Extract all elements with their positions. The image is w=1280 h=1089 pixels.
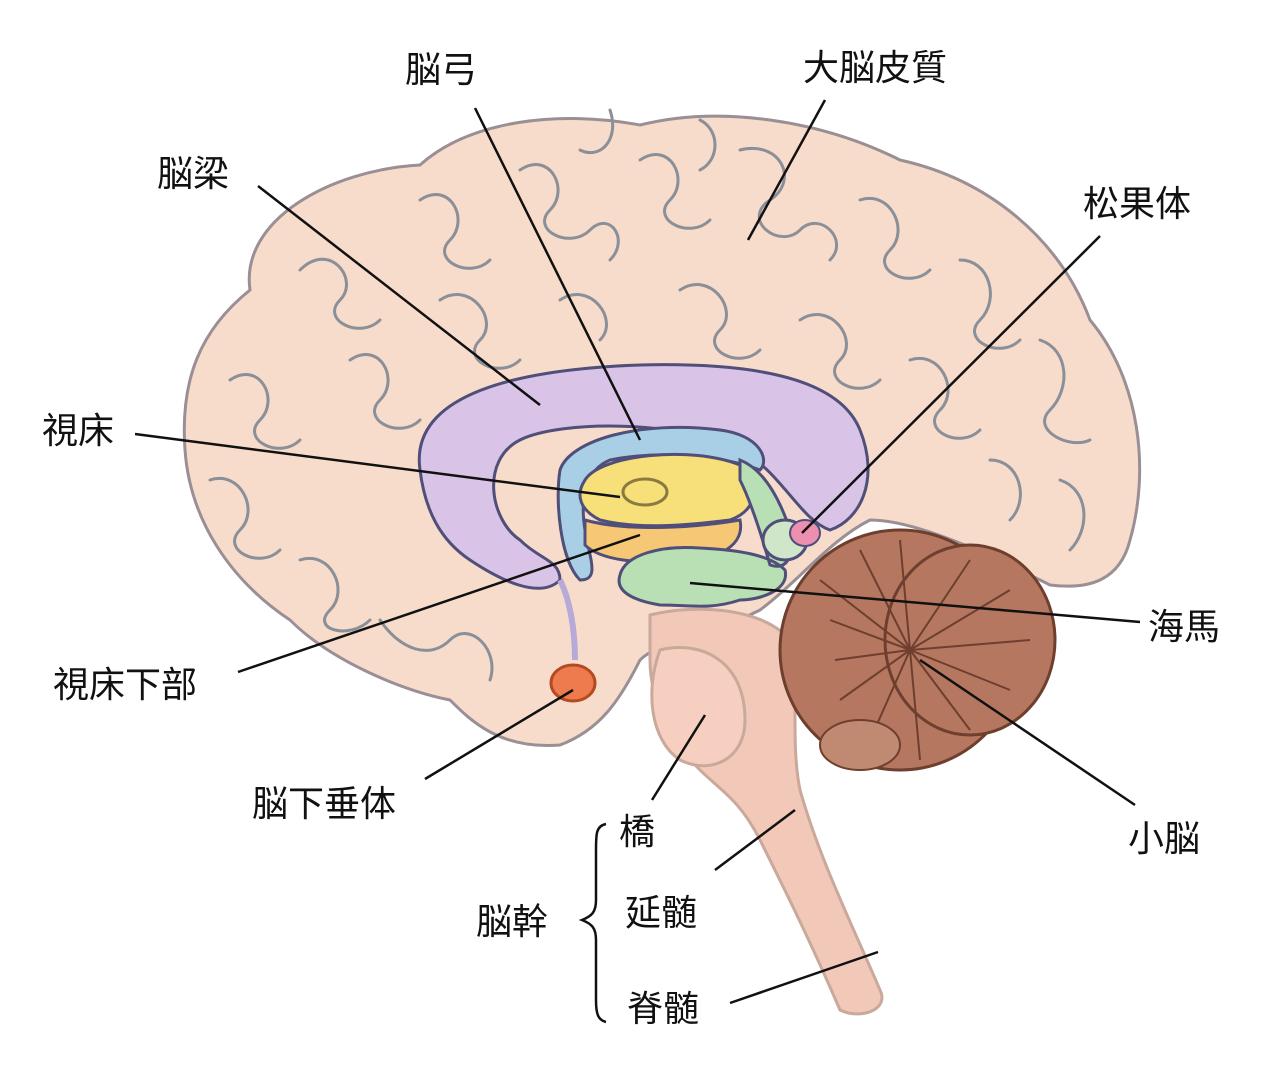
leader-lines (134, 99, 1141, 1005)
label-cerebral-cortex: 大脳皮質 (803, 48, 948, 89)
cerebellum-group (778, 528, 1057, 772)
leader-hypothalamus (237, 533, 641, 674)
leader-corpus-callosum (257, 185, 541, 406)
label-fornix: 脳弓 (405, 50, 478, 91)
cortex-sulci (208, 108, 1092, 682)
pituitary (549, 663, 597, 703)
label-hippocampus: 海馬 (1148, 607, 1221, 648)
brainstem-bracket (578, 822, 607, 1024)
label-spinal-cord: 脊髄 (627, 989, 700, 1030)
leader-medulla (714, 809, 796, 871)
pons (650, 646, 747, 768)
pineal-body (789, 519, 821, 547)
label-corpus-callosum: 脳梁 (157, 154, 230, 195)
tonsil (819, 719, 901, 771)
label-pituitary: 脳下垂体 (252, 784, 397, 825)
leader-hippocampus (689, 581, 1141, 624)
leader-cerebral-cortex (746, 99, 827, 241)
label-pons: 橋 (619, 812, 656, 853)
cerebellum-folia (819, 539, 1031, 761)
label-hypothalamus: 視床下部 (53, 665, 198, 706)
label-brainstem: 脳幹 (476, 902, 549, 943)
label-pineal-body: 松果体 (1083, 184, 1192, 225)
thalamus-nucleus (621, 477, 669, 507)
leader-cerebellum (919, 658, 1136, 807)
label-medulla: 延髄 (625, 893, 698, 934)
label-cerebellum: 小脳 (1128, 819, 1201, 860)
leader-spinal-cord (729, 950, 879, 1005)
label-thalamus: 視床 (42, 411, 115, 452)
leader-pineal-body (801, 235, 1101, 534)
pituitary-stalk (557, 578, 578, 661)
leader-thalamus (134, 432, 621, 499)
leader-pons (650, 714, 707, 801)
leader-fornix (473, 107, 642, 441)
leader-pituitary (424, 688, 574, 781)
